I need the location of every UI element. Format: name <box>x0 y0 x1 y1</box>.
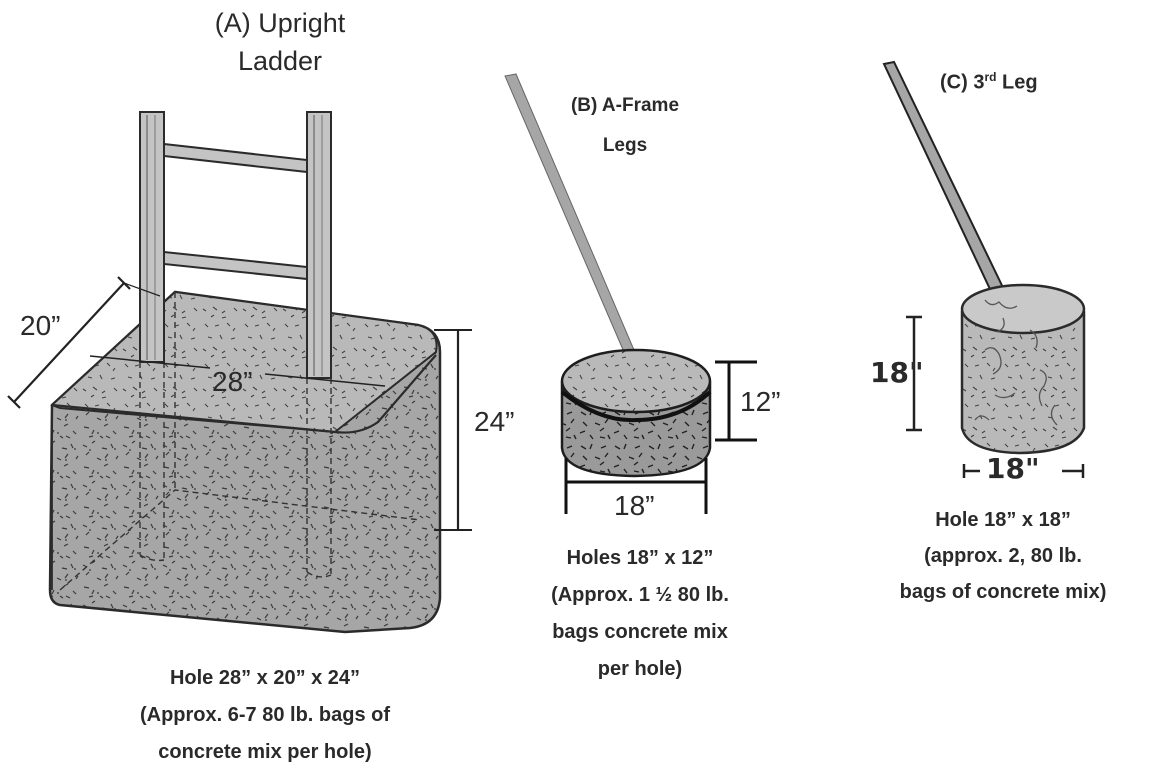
panel-a-title-line1: (A) Upright <box>214 8 346 38</box>
a-frame-footing-cylinder <box>560 348 712 478</box>
panel-a-caption-line3: concrete mix per hole) <box>158 741 372 763</box>
panel-b-caption-line2: (Approx. 1 ½ 80 lb. <box>551 584 729 606</box>
panel-b-caption-line4: per hole) <box>597 658 683 680</box>
panel-a-caption-line1: Hole 28” x 20” x 24” <box>169 667 361 689</box>
panel-b-title: (B) A-Frame Legs <box>560 86 690 166</box>
panel-b-title-line1: (B) A-Frame <box>570 95 680 116</box>
panel-b-caption-line1: Holes 18” x 12” <box>566 547 714 569</box>
panel-c-caption-line1: Hole 18” x 18” <box>935 509 1071 531</box>
panel-c-caption-line3: bags of concrete mix) <box>899 581 1107 603</box>
panel-b-width-label: 18” <box>614 490 655 521</box>
panel-b-title-line2: Legs <box>602 135 648 156</box>
dimension-lines-c <box>906 315 1085 478</box>
panel-a-title: (A) Upright Ladder <box>185 4 375 80</box>
ladder-footing-block <box>48 290 442 634</box>
panel-a-title-line2: Ladder <box>237 46 323 76</box>
dimension-lines-a <box>7 276 472 531</box>
panel-c-title-suffix: Leg <box>996 71 1038 94</box>
panel-c-title-prefix: (C) 3 <box>940 71 985 94</box>
panel-a-height-label: 24” <box>474 406 515 437</box>
third-leg-footing-cylinder <box>960 283 1086 455</box>
panel-a-width-label: 28” <box>212 366 253 397</box>
panel-c-title: (C) 3rd Leg <box>940 70 1038 95</box>
dimension-lines-b <box>564 360 757 514</box>
panel-b-caption: Holes 18” x 12” (Approx. 1 ½ 80 lb. bags… <box>520 540 760 688</box>
panel-c-caption: Hole 18” x 18” (approx. 2, 80 lb. bags o… <box>858 502 1148 610</box>
panel-b-caption-line3: bags concrete mix <box>552 621 728 643</box>
panel-a-caption-line2: (Approx. 6-7 80 lb. bags of <box>139 704 391 726</box>
panel-c-title-superscript: rd <box>984 70 997 84</box>
panel-a-caption: Hole 28” x 20” x 24” (Approx. 6-7 80 lb.… <box>100 660 430 771</box>
panel-c-caption-line2: (approx. 2, 80 lb. <box>924 545 1082 567</box>
ladder-icon <box>139 111 332 578</box>
panel-b-height-label: 12” <box>740 386 781 417</box>
panel-c-height-label: 18" <box>870 356 924 389</box>
panel-a-depth-label: 20” <box>20 310 61 341</box>
panel-c-width-label: 18" <box>986 452 1040 485</box>
third-leg-icon <box>882 60 1011 306</box>
